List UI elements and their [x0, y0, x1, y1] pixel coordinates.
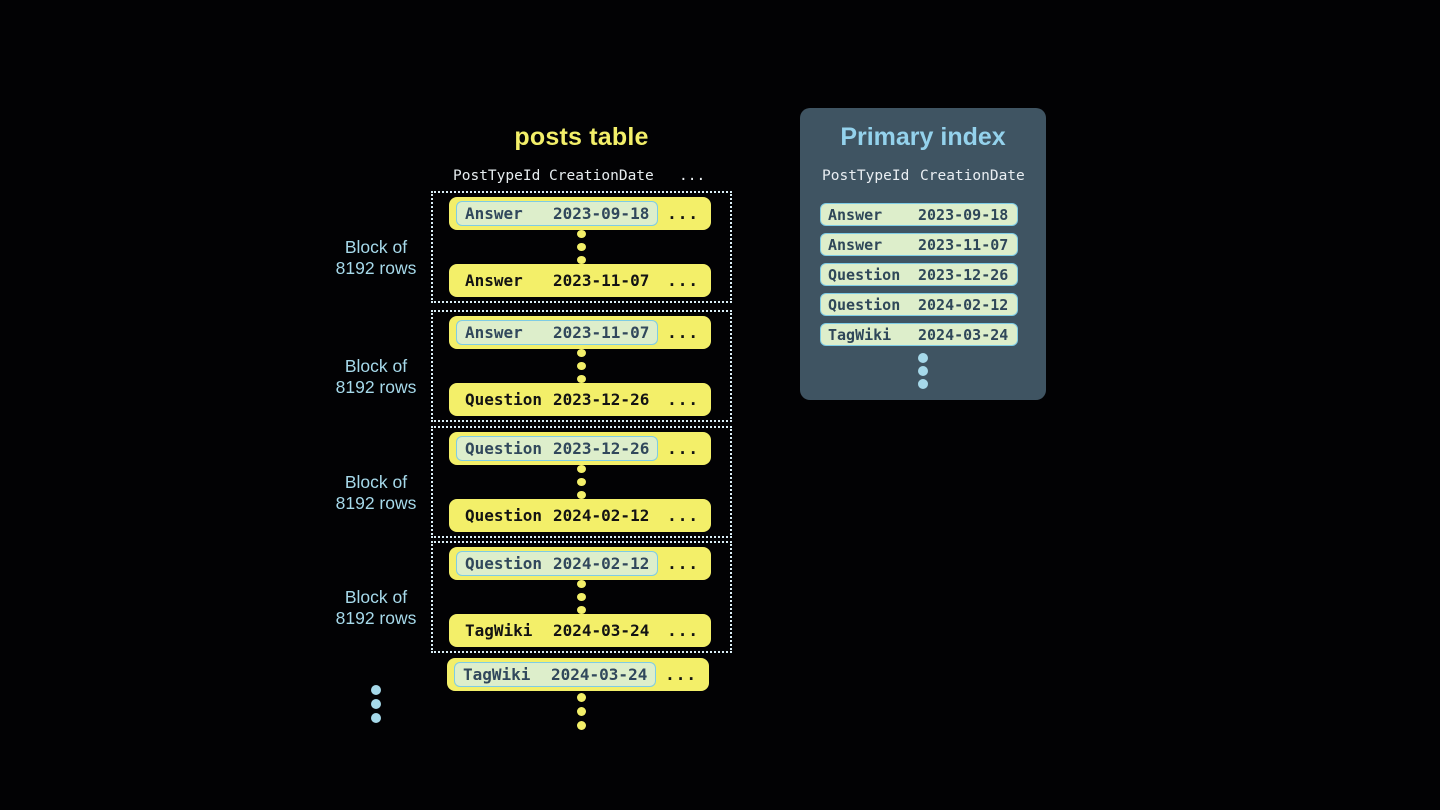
- more-rows-ellipsis-icon: [431, 693, 732, 730]
- row-creationdate: 2023-12-26: [553, 390, 650, 409]
- row-more-ellipsis: ...: [667, 554, 699, 573]
- vertical-ellipsis-icon: [433, 465, 730, 499]
- entry-creationdate: 2024-02-12: [918, 295, 1009, 314]
- index-entry: Answer 2023-09-18: [820, 203, 1018, 226]
- row-posttypeid: Answer: [465, 323, 523, 342]
- block-3: Question 2023-12-26 ... Question 2024-02…: [431, 426, 732, 538]
- row-creationdate: 2024-02-12: [553, 506, 650, 525]
- table-row: TagWiki 2024-03-24 ...: [449, 614, 711, 647]
- block-3-label: Block of 8192 rows: [335, 472, 417, 513]
- block-1: Answer 2023-09-18 ... Answer 2023-11-07 …: [431, 191, 732, 303]
- table-row: Question 2023-12-26 ...: [449, 383, 711, 416]
- row-creationdate: 2023-11-07: [553, 271, 650, 290]
- table-row: Answer 2023-09-18 ...: [449, 197, 711, 230]
- posts-table-title: posts table: [514, 123, 649, 151]
- table-row: Answer 2023-11-07 ...: [449, 264, 711, 297]
- entry-creationdate: 2023-09-18: [918, 205, 1009, 224]
- entry-posttypeid: Answer: [828, 235, 883, 254]
- index-mark-highlight: Answer 2023-09-18: [456, 201, 659, 226]
- row-more-ellipsis: ...: [667, 204, 699, 223]
- table-row: TagWiki 2024-03-24 ...: [447, 658, 709, 691]
- row-more-ellipsis: ...: [667, 439, 699, 458]
- index-entry: Answer 2023-11-07: [820, 233, 1018, 256]
- row-creationdate: 2023-12-26: [553, 439, 650, 458]
- index-entry: Question 2024-02-12: [820, 293, 1018, 316]
- vertical-ellipsis-icon: [433, 580, 730, 614]
- table-row: Question 2023-12-26 ...: [449, 432, 711, 465]
- index-mark-highlight: Answer 2023-11-07: [456, 320, 659, 345]
- posts-column-creationdate: CreationDate: [549, 168, 654, 184]
- index-mark-highlight: Question 2023-12-26: [456, 436, 659, 461]
- row-more-ellipsis: ...: [665, 665, 697, 684]
- block-2-label: Block of 8192 rows: [335, 356, 417, 397]
- primary-index-panel: Primary index PostTypeId CreationDate An…: [800, 108, 1046, 400]
- table-row: Question 2024-02-12 ...: [449, 499, 711, 532]
- overflow-row-container: TagWiki 2024-03-24 ...: [447, 658, 709, 691]
- entry-creationdate: 2023-12-26: [918, 265, 1009, 284]
- row-posttypeid: TagWiki: [465, 621, 533, 640]
- more-entries-ellipsis-icon: [800, 353, 1046, 389]
- row-creationdate: 2023-09-18: [553, 204, 650, 223]
- primary-index-title: Primary index: [840, 123, 1006, 151]
- row-posttypeid: Question: [465, 439, 543, 458]
- posts-column-posttypeid: PostTypeId: [453, 168, 541, 184]
- index-mark-highlight: TagWiki 2024-03-24: [454, 662, 657, 687]
- vertical-ellipsis-icon: [433, 349, 730, 383]
- entry-creationdate: 2024-03-24: [918, 325, 1009, 344]
- row-posttypeid: Question: [465, 554, 543, 573]
- vertical-ellipsis-icon: [433, 230, 730, 264]
- row-posttypeid: Answer: [465, 271, 523, 290]
- row-posttypeid: TagWiki: [463, 665, 531, 684]
- row-creationdate: 2024-02-12: [553, 554, 650, 573]
- table-row: Question 2024-02-12 ...: [449, 547, 711, 580]
- row-creationdate: 2023-11-07: [553, 323, 650, 342]
- row-more-ellipsis: ...: [667, 506, 699, 525]
- block-4: Question 2024-02-12 ... TagWiki 2024-03-…: [431, 541, 732, 653]
- entry-creationdate: 2023-11-07: [918, 235, 1009, 254]
- table-row: Answer 2023-11-07 ...: [449, 316, 711, 349]
- entry-posttypeid: Question: [828, 295, 901, 314]
- row-posttypeid: Answer: [465, 204, 523, 223]
- index-column-creationdate: CreationDate: [920, 168, 1025, 184]
- index-mark-highlight: Question 2024-02-12: [456, 551, 659, 576]
- row-more-ellipsis: ...: [667, 323, 699, 342]
- posts-column-more-ellipsis: ...: [679, 168, 706, 184]
- row-posttypeid: Question: [465, 390, 543, 409]
- row-posttypeid: Question: [465, 506, 543, 525]
- row-creationdate: 2024-03-24: [553, 621, 650, 640]
- row-creationdate: 2024-03-24: [551, 665, 648, 684]
- row-more-ellipsis: ...: [667, 390, 699, 409]
- entry-posttypeid: Answer: [828, 205, 883, 224]
- block-2: Answer 2023-11-07 ... Question 2023-12-2…: [431, 310, 732, 422]
- more-blocks-ellipsis-icon: [340, 685, 412, 723]
- index-column-posttypeid: PostTypeId: [822, 168, 910, 184]
- entry-posttypeid: TagWiki: [828, 325, 892, 344]
- row-more-ellipsis: ...: [667, 621, 699, 640]
- entry-posttypeid: Question: [828, 265, 901, 284]
- block-4-label: Block of 8192 rows: [335, 587, 417, 628]
- block-1-label: Block of 8192 rows: [335, 237, 417, 278]
- index-entry: Question 2023-12-26: [820, 263, 1018, 286]
- row-more-ellipsis: ...: [667, 271, 699, 290]
- index-entry: TagWiki 2024-03-24: [820, 323, 1018, 346]
